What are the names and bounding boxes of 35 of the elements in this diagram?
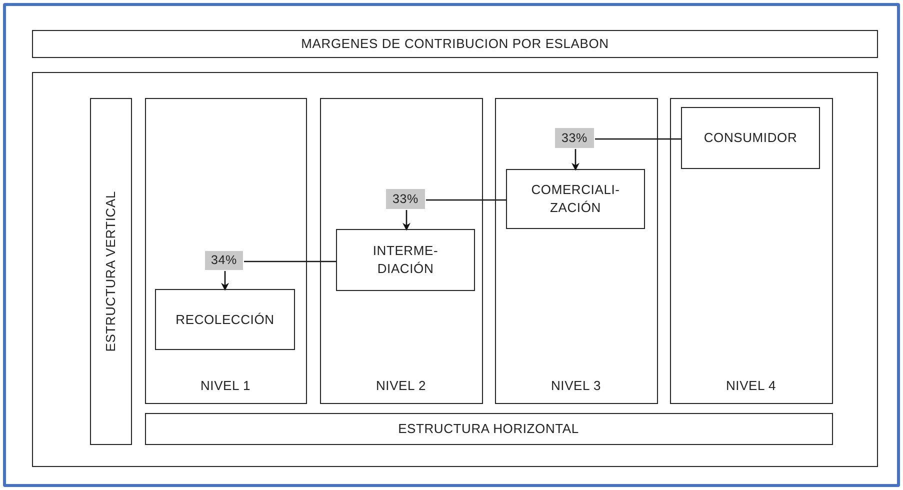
- arrow: [402, 210, 410, 231]
- node-label: NIVEL 3: [550, 376, 602, 394]
- node-label: ESTRUCTURA HORIZONTAL: [398, 420, 579, 438]
- node-label: INTERME- DIACIÓN: [372, 242, 440, 278]
- connector-line: [595, 138, 682, 140]
- title-box: [32, 30, 878, 58]
- percentage-tag: [386, 189, 425, 209]
- node-label: COMERCIALI- ZACIÓN: [530, 181, 621, 217]
- level-column: [320, 98, 482, 404]
- process-box: [336, 229, 475, 291]
- node-label: NIVEL 1: [200, 376, 251, 394]
- connector-line: [426, 199, 507, 201]
- arrow: [572, 149, 580, 171]
- level-column: [144, 98, 306, 404]
- node-label: RECOLECCIÓN: [176, 310, 274, 328]
- level-column: [670, 98, 832, 404]
- node-label: NIVEL 2: [376, 376, 426, 394]
- node-label: MARGENES DE CONTRIBUCION POR ESLABON: [301, 35, 609, 53]
- vertical-band: [90, 98, 132, 444]
- arrow: [221, 271, 229, 291]
- node-label: NIVEL 4: [726, 376, 776, 394]
- percentage-label: 34%: [211, 252, 237, 269]
- level-column: [494, 98, 658, 404]
- process-box: [155, 289, 295, 350]
- node-label: ESTRUCTURA VERTICAL: [102, 190, 119, 352]
- percentage-tag: [205, 251, 243, 270]
- connector-line: [244, 260, 337, 262]
- process-box: [506, 169, 645, 229]
- horizontal-band: [144, 412, 832, 444]
- percentage-tag: [555, 128, 594, 148]
- container-box: [32, 72, 878, 467]
- node-label: CONSUMIDOR: [704, 129, 798, 147]
- percentage-label: 33%: [392, 190, 418, 208]
- percentage-label: 33%: [562, 130, 588, 146]
- process-box: [681, 107, 820, 169]
